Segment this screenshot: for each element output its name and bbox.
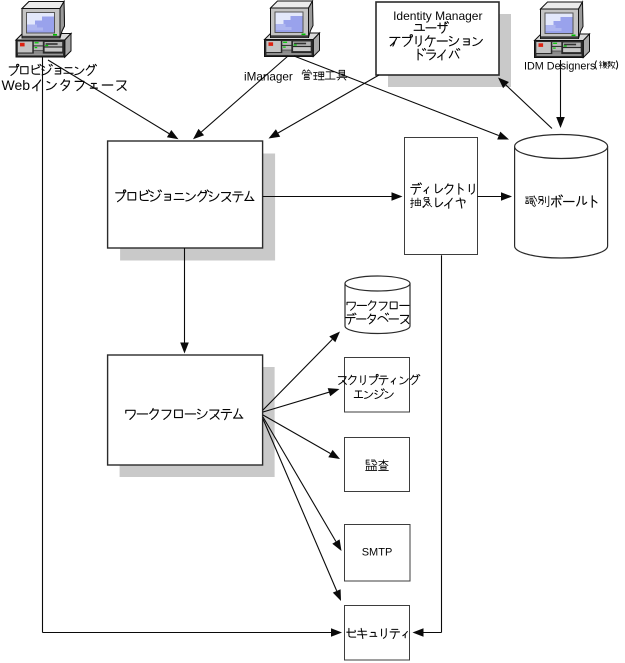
svg-text:Web: Web (2, 77, 31, 93)
svg-text:SMTP: SMTP (362, 546, 393, 558)
svg-text:iManager: iManager (244, 71, 293, 84)
svg-text:Identity Manager: Identity Manager (393, 9, 482, 23)
svg-text:IDM Designers: IDM Designers (524, 60, 596, 72)
